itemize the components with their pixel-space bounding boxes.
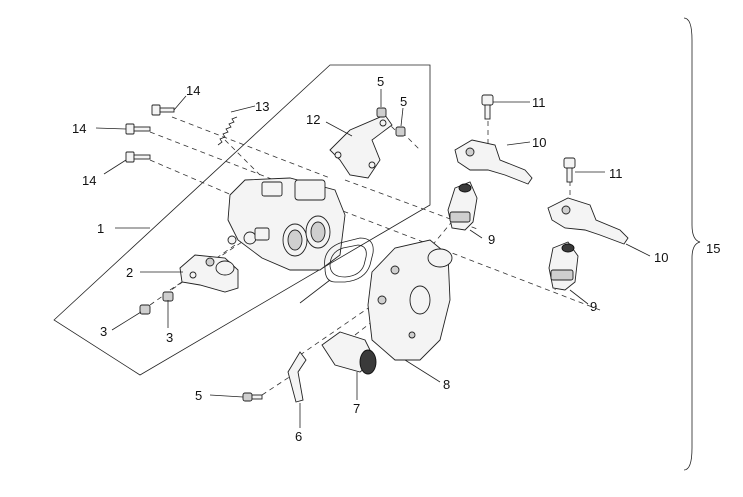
callout-5-top-a: 5 <box>377 74 384 89</box>
callout-10-right: 10 <box>654 250 668 265</box>
idle-valve-7 <box>321 331 377 375</box>
callout-5-top-b: 5 <box>400 94 407 109</box>
bolt-11-right <box>563 157 576 183</box>
callout-12: 12 <box>306 112 320 127</box>
callout-7: 7 <box>353 401 360 416</box>
assembly-1-outline <box>53 64 431 376</box>
screw-3-left <box>139 304 151 315</box>
callout-labels: 1 2 3 3 5 5 5 6 7 8 9 9 10 10 11 11 12 1… <box>72 74 720 444</box>
callout-9-right: 9 <box>590 299 597 314</box>
leader-lines <box>95 89 651 428</box>
assembly-15-brace <box>683 17 701 471</box>
bolt-11-left <box>481 94 494 120</box>
bolt-14-middle <box>125 123 151 135</box>
screw-3-right <box>162 291 174 302</box>
callout-3-left: 3 <box>100 324 107 339</box>
callout-11-left: 11 <box>532 95 546 110</box>
spring-13 <box>217 116 238 146</box>
callout-14-top: 14 <box>186 83 200 98</box>
sensor-2 <box>179 254 239 293</box>
callout-9-left: 9 <box>488 232 495 247</box>
callout-6: 6 <box>295 429 302 444</box>
throttle-body-1 <box>227 177 346 271</box>
fuel-injector-9-right <box>548 241 579 291</box>
screw-5-bottom <box>242 392 263 402</box>
bracket-6 <box>287 351 307 403</box>
fuel-injector-9-left <box>447 181 478 231</box>
callout-1: 1 <box>97 221 104 236</box>
bolt-14-bottom <box>125 151 151 163</box>
screw-5-top-b <box>395 126 406 137</box>
bolt-14-top <box>151 104 175 116</box>
callout-15: 15 <box>706 241 720 256</box>
fuel-cap-10-right <box>547 197 629 245</box>
callout-5-bottom: 5 <box>195 388 202 403</box>
callout-3-right: 3 <box>166 330 173 345</box>
bracket-12 <box>329 114 393 179</box>
callout-14-middle: 14 <box>72 121 86 136</box>
callout-10-left: 10 <box>532 135 546 150</box>
callout-11-right: 11 <box>609 166 623 181</box>
gasket-4 <box>324 237 374 283</box>
screw-5-top-a <box>376 107 387 118</box>
fuel-cap-10-left <box>454 139 533 185</box>
callout-13: 13 <box>255 99 269 114</box>
callout-14-bottom: 14 <box>82 173 96 188</box>
callout-2: 2 <box>126 265 133 280</box>
intake-manifold-8 <box>367 239 453 361</box>
callout-8: 8 <box>443 377 450 392</box>
